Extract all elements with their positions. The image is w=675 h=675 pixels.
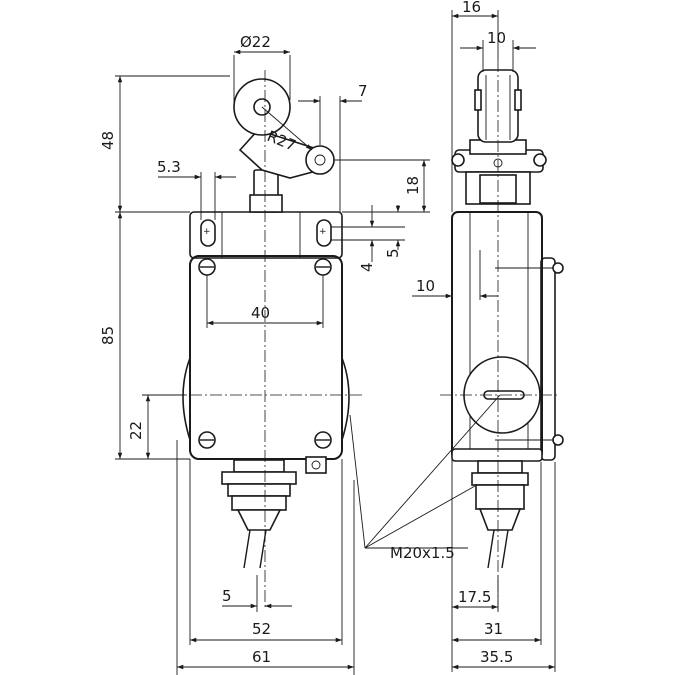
svg-text:+: +	[319, 227, 327, 237]
dim-roller-diameter: Ø22	[240, 33, 271, 51]
mount-slot-right	[316, 219, 332, 247]
dim-mount-hole-pitch: 5.3	[157, 158, 181, 176]
side-dimensions: 16 10 10 M20x1.5 17.5 31 35.5	[349, 0, 556, 672]
dim-roller-height: 18	[404, 176, 422, 195]
dim-overall-width: 61	[252, 648, 271, 666]
dim-roller-offset: 7	[358, 82, 368, 100]
side-cable-gland	[471, 460, 529, 569]
side-hinge-plate	[540, 257, 556, 461]
dim-gland-height: 22	[127, 421, 145, 440]
dim-actuator-height: 48	[99, 131, 117, 150]
dim-slot-offset-a: 4	[358, 262, 376, 272]
dim-side-shaft-offset: 10	[416, 277, 435, 295]
front-dimensions: Ø22 7 R27 48 5.3 18 4 5	[99, 33, 430, 675]
mount-slot-left	[200, 219, 216, 247]
dim-side-roller-width: 10	[487, 29, 506, 47]
dim-body-height: 85	[99, 326, 117, 345]
side-head	[451, 69, 547, 205]
dim-side-top-width: 16	[462, 0, 481, 16]
thread-label: M20x1.5	[390, 544, 455, 562]
switch-body	[189, 255, 343, 460]
left-gland-bulge	[182, 357, 191, 441]
dim-side-body-depth: 31	[484, 620, 503, 638]
dim-body-width: 52	[252, 620, 271, 638]
side-view	[440, 60, 564, 610]
lever-pivot	[305, 145, 335, 175]
dim-cable-offset: 5	[222, 587, 232, 605]
dim-side-overall-depth: 35.5	[480, 648, 513, 666]
cable-gland	[221, 459, 297, 569]
right-gland-bulge	[341, 357, 350, 441]
dim-side-cable-offset: 17.5	[458, 588, 491, 606]
dim-slot-offset-b: 5	[384, 248, 402, 258]
ground-terminal	[305, 456, 327, 474]
svg-text:+: +	[203, 227, 211, 237]
dim-screw-pitch: 40	[251, 304, 270, 322]
front-view: + +	[170, 70, 362, 610]
